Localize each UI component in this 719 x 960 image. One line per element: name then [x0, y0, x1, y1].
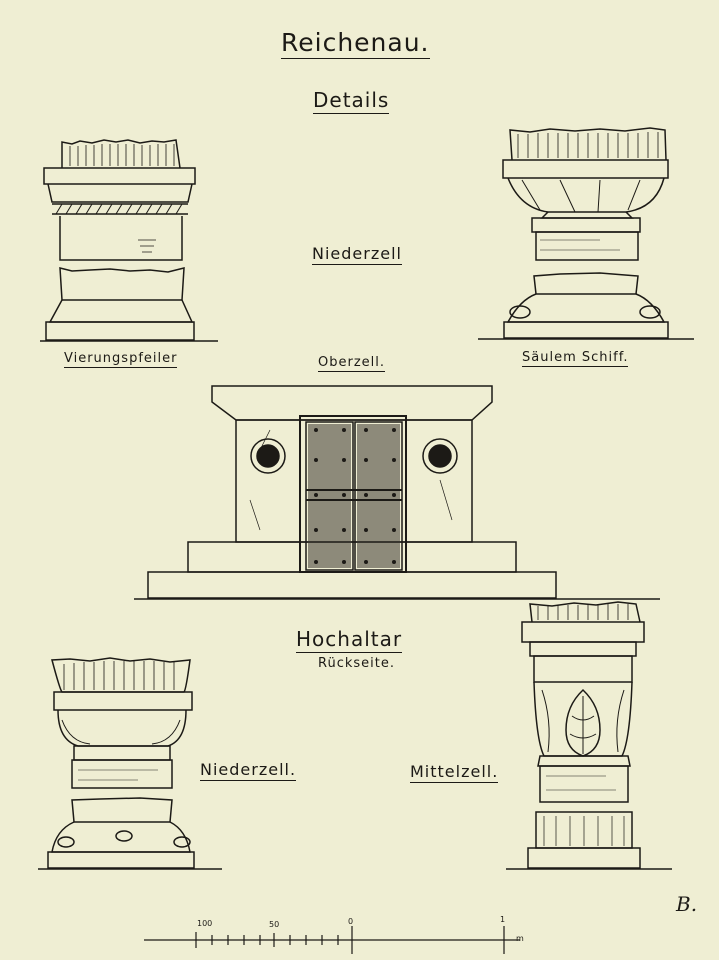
- saeule-schiff-drawing: [478, 127, 694, 340]
- scale-bar-drawing: [144, 926, 520, 954]
- vierungspfeiler-drawing: [40, 139, 218, 342]
- mittelzell-capital-drawing: [506, 601, 672, 870]
- label-mittelzell: Mittelzell.: [410, 762, 499, 783]
- niederzell-capital-drawing: [38, 657, 222, 870]
- scale-label-50: 50: [269, 920, 280, 929]
- label-niederzell-top: Niederzell: [312, 244, 402, 265]
- label-niederzell-bottom: Niederzell.: [200, 760, 297, 781]
- scale-label-1: 1: [500, 915, 506, 924]
- label-saeulem-schiff: Säulem Schiff.: [522, 350, 629, 367]
- plate-title: Reichenau.: [281, 28, 430, 59]
- scale-unit: m: [516, 934, 524, 943]
- scale-label-0: 0: [348, 917, 354, 926]
- label-oberzell: Oberzell.: [318, 355, 386, 372]
- label-vierungspfeiler: Vierungspfeiler: [64, 351, 178, 368]
- label-hochaltar: Hochaltar: [296, 627, 403, 653]
- scale-label-100: 100: [197, 919, 213, 928]
- artist-monogram: B.: [676, 892, 698, 916]
- label-rueckseite: Rückseite.: [318, 656, 395, 671]
- plate-subtitle: Details: [313, 88, 390, 114]
- hochaltar-drawing: [134, 385, 660, 600]
